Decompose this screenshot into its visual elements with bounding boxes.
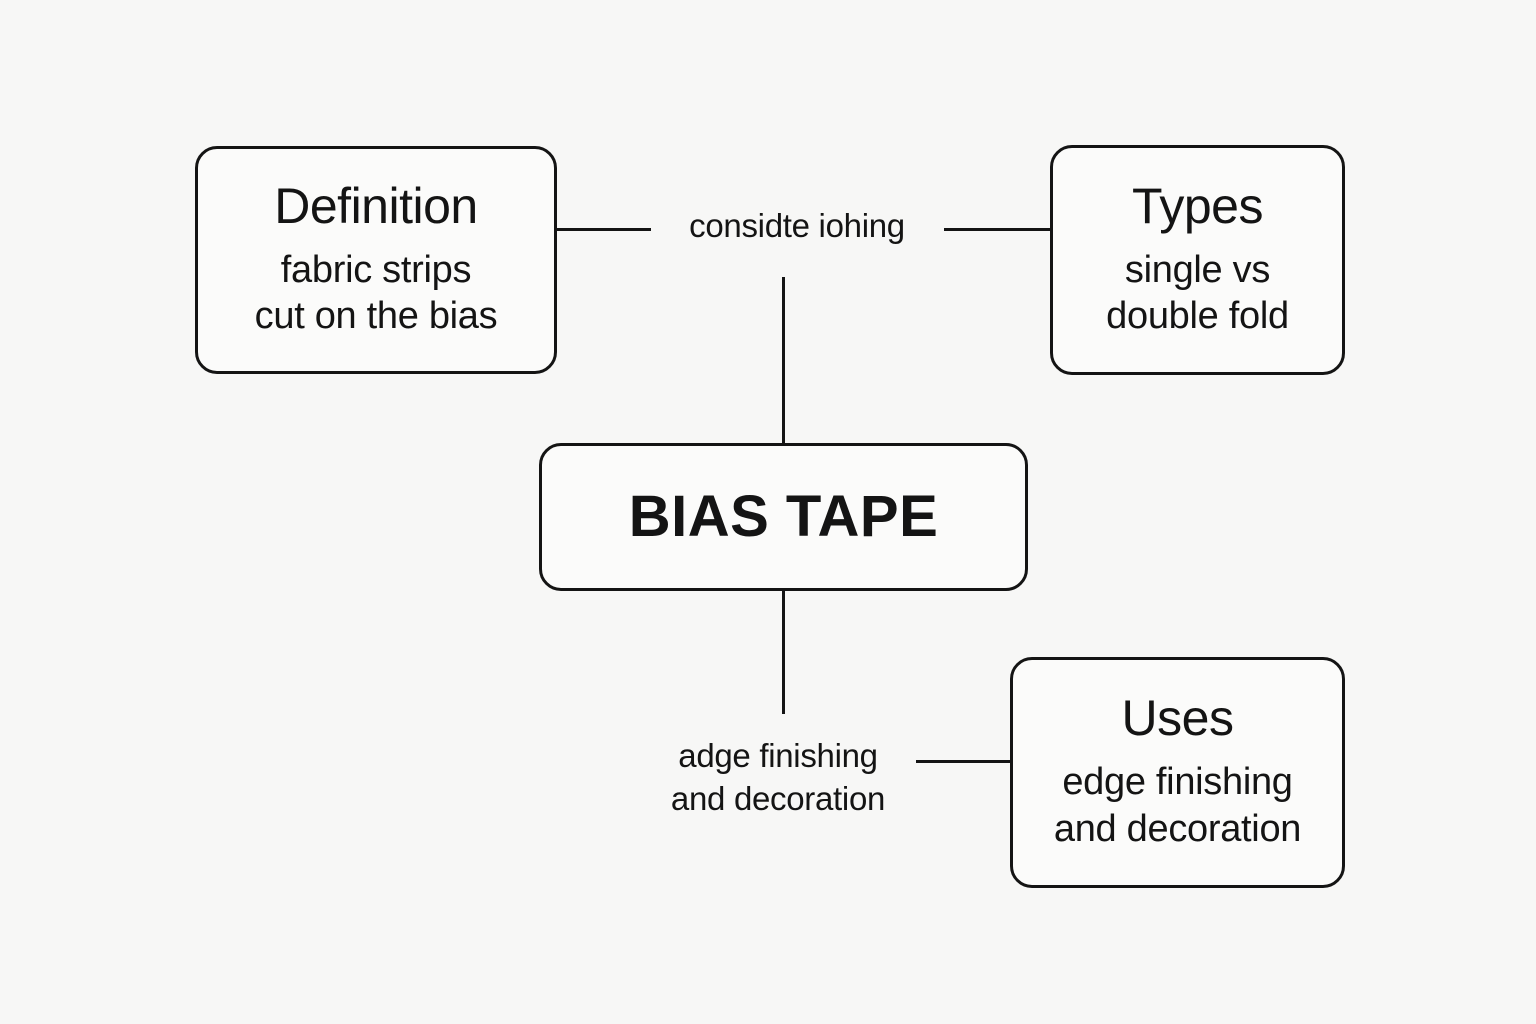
- connector-central-to-label-bottom: [782, 590, 785, 714]
- node-definition[interactable]: Definition fabric strips cut on the bias: [195, 146, 557, 374]
- node-uses[interactable]: Uses edge finishing and decoration: [1010, 657, 1345, 888]
- node-definition-subtitle: fabric strips cut on the bias: [254, 248, 498, 337]
- node-central-title: BIAS TAPE: [628, 484, 939, 549]
- node-central-bias-tape[interactable]: BIAS TAPE: [539, 443, 1028, 591]
- connector-label-to-central: [782, 277, 785, 444]
- node-types[interactable]: Types single vs double fold: [1050, 145, 1345, 375]
- node-types-subtitle: single vs double fold: [1106, 248, 1289, 337]
- node-definition-title: Definition: [274, 177, 478, 234]
- edge-label-bottom: adge finishing and decoration: [670, 737, 886, 817]
- node-uses-title: Uses: [1121, 690, 1234, 747]
- connector-definition-to-label: [557, 228, 651, 231]
- connector-label-to-types: [944, 228, 1051, 231]
- connector-label-to-uses: [916, 760, 1011, 763]
- node-types-title: Types: [1132, 177, 1263, 234]
- edge-label-top: considte iohing: [689, 207, 905, 244]
- node-uses-subtitle: edge finishing and decoration: [1053, 761, 1302, 850]
